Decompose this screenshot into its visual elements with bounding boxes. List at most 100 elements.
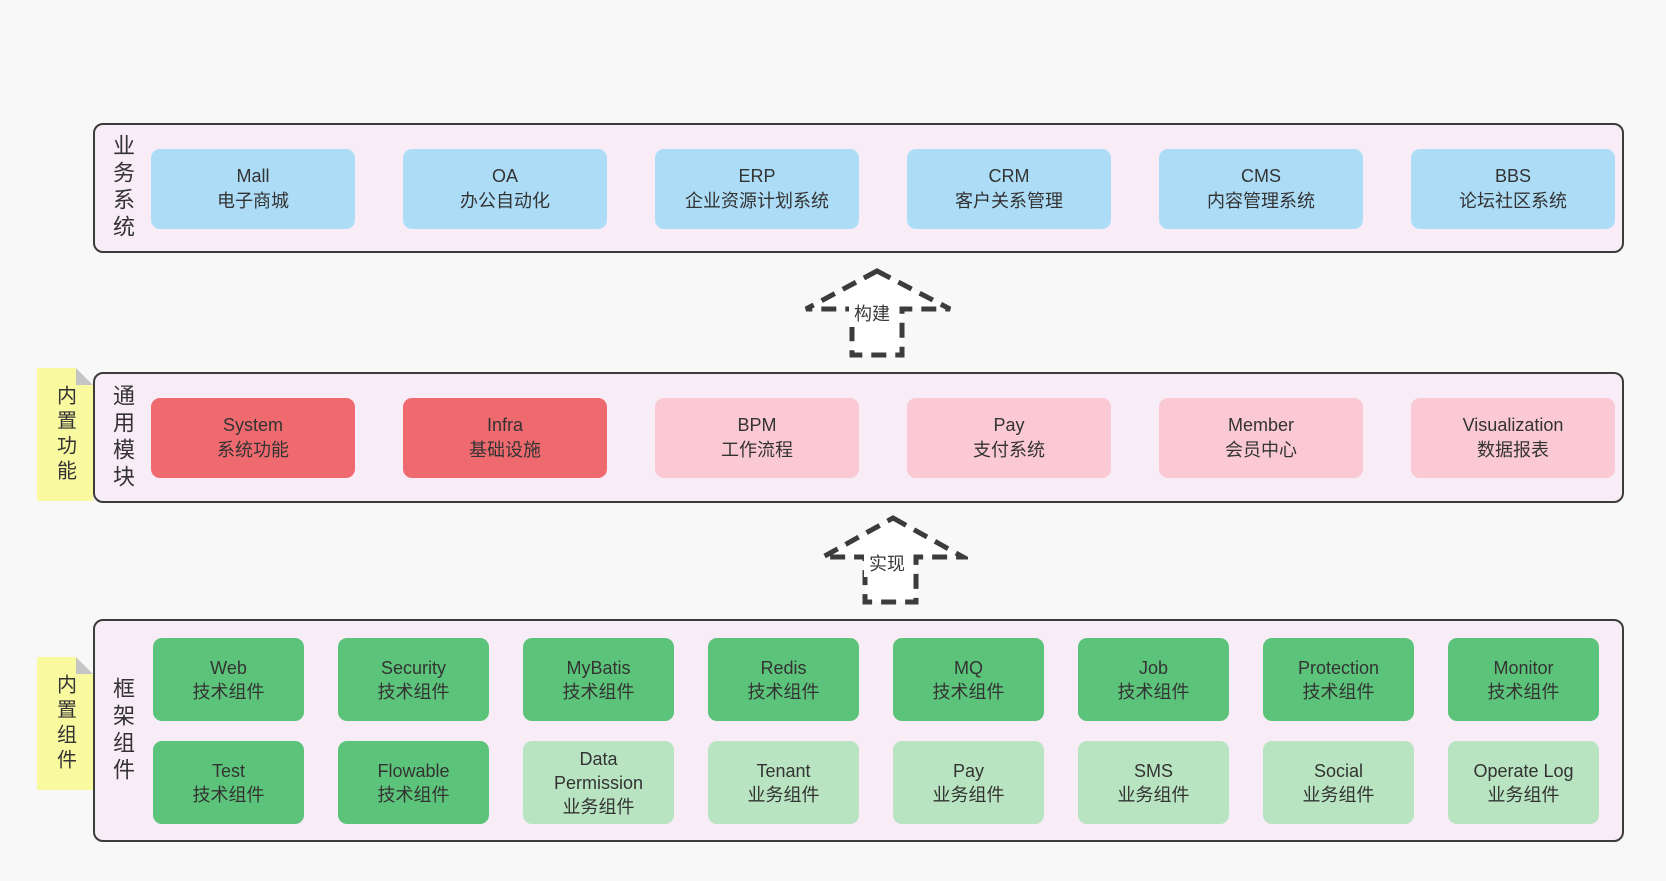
box-web: Web 技术组件: [153, 638, 304, 721]
box-subtitle: 技术组件: [747, 681, 820, 702]
build-arrow-label: 构建: [849, 301, 895, 327]
layer-common-modules: 通用模块 System 系统功能 Infra 基础设施 BPM 工作流程 Pay…: [93, 372, 1624, 503]
layer-modules-side-label: 通用模块: [110, 383, 135, 492]
box-subtitle: 技术组件: [1302, 681, 1375, 702]
box-redis: Redis 技术组件: [708, 638, 859, 721]
box-title: CRM: [988, 166, 1030, 186]
box-mq: MQ 技术组件: [893, 638, 1044, 721]
box-subtitle: 工作流程: [721, 440, 793, 460]
box-subtitle: 业务组件: [932, 784, 1005, 805]
box-title: Operate Log: [1473, 760, 1574, 781]
box-subtitle: 技术组件: [377, 681, 450, 702]
box-subtitle: 数据报表: [1477, 440, 1549, 460]
sticky-note-built-in-features: 内置功能: [37, 368, 93, 501]
box-subtitle: 业务组件: [562, 796, 635, 817]
box-bbs: BBS 论坛社区系统: [1411, 149, 1615, 229]
box-title: Monitor: [1493, 657, 1554, 678]
box-subtitle: 论坛社区系统: [1459, 191, 1567, 211]
box-subtitle: 业务组件: [1302, 784, 1375, 805]
box-subtitle: 客户关系管理: [955, 191, 1063, 211]
box-title: Data Permission: [553, 748, 644, 793]
box-subtitle: 技术组件: [192, 681, 265, 702]
box-flowable: Flowable 技术组件: [338, 741, 489, 824]
box-subtitle: 电子商城: [217, 191, 289, 211]
box-title: Protection: [1297, 657, 1380, 678]
sticky-note-label: 内置功能: [53, 384, 76, 485]
layer-components-side-label: 框架组件: [110, 676, 135, 785]
layer-business-systems: 业务系统 Mall 电子商城 OA 办公自动化 ERP 企业资源计划系统 CRM…: [93, 123, 1624, 253]
box-title: Redis: [760, 657, 807, 678]
box-subtitle: 办公自动化: [460, 191, 550, 211]
box-subtitle: 技术组件: [1117, 681, 1190, 702]
box-title: Pay: [993, 415, 1025, 435]
box-subtitle: 企业资源计划系统: [685, 191, 829, 211]
box-pay-component: Pay 业务组件: [893, 741, 1044, 824]
box-subtitle: 会员中心: [1225, 440, 1297, 460]
box-title: Security: [380, 657, 447, 678]
box-subtitle: 技术组件: [562, 681, 635, 702]
box-cms: CMS 内容管理系统: [1159, 149, 1363, 229]
box-title: Tenant: [756, 760, 811, 781]
box-title: ERP: [738, 166, 776, 186]
box-title: Social: [1313, 760, 1364, 781]
sticky-fold-icon: [76, 368, 93, 385]
box-subtitle: 技术组件: [192, 784, 265, 805]
box-title: Mall: [236, 166, 270, 186]
box-sms: SMS 业务组件: [1078, 741, 1229, 824]
box-job: Job 技术组件: [1078, 638, 1229, 721]
sticky-fold-icon: [76, 657, 93, 674]
components-box-row-2: Test 技术组件 Flowable 技术组件 Data Permission …: [153, 741, 1599, 824]
box-title: CMS: [1241, 166, 1281, 186]
box-subtitle: 基础设施: [469, 440, 541, 460]
box-subtitle: 技术组件: [377, 784, 450, 805]
box-system: System 系统功能: [151, 398, 355, 478]
modules-box-row: System 系统功能 Infra 基础设施 BPM 工作流程 Pay 支付系统…: [151, 398, 1615, 478]
box-mall: Mall 电子商城: [151, 149, 355, 229]
box-member: Member 会员中心: [1159, 398, 1363, 478]
box-title: BBS: [1494, 166, 1532, 186]
box-title: SMS: [1133, 760, 1173, 781]
box-subtitle: 内容管理系统: [1207, 191, 1315, 211]
sticky-note-label: 内置组件: [53, 673, 76, 774]
layer-business-side-label: 业务系统: [110, 134, 135, 242]
box-subtitle: 技术组件: [1487, 681, 1560, 702]
box-title: Web: [210, 657, 247, 678]
box-mybatis: MyBatis 技术组件: [523, 638, 674, 721]
box-operate-log: Operate Log 业务组件: [1448, 741, 1599, 824]
sticky-note-built-in-components: 内置组件: [37, 657, 93, 790]
box-title: Pay: [952, 760, 985, 781]
box-title: Visualization: [1462, 415, 1564, 435]
box-erp: ERP 企业资源计划系统: [655, 149, 859, 229]
box-subtitle: 业务组件: [747, 784, 820, 805]
box-monitor: Monitor 技术组件: [1448, 638, 1599, 721]
box-infra: Infra 基础设施: [403, 398, 607, 478]
box-visualization: Visualization 数据报表: [1411, 398, 1615, 478]
box-title: Infra: [486, 415, 524, 435]
box-title: OA: [491, 166, 518, 186]
box-tenant: Tenant 业务组件: [708, 741, 859, 824]
box-subtitle: 支付系统: [973, 440, 1045, 460]
box-title: Job: [1138, 657, 1169, 678]
box-subtitle: 业务组件: [1117, 784, 1190, 805]
box-oa: OA 办公自动化: [403, 149, 607, 229]
box-crm: CRM 客户关系管理: [907, 149, 1111, 229]
box-subtitle: 技术组件: [932, 681, 1005, 702]
box-security: Security 技术组件: [338, 638, 489, 721]
box-title: MQ: [954, 657, 983, 678]
box-data-permission: Data Permission 业务组件: [523, 741, 674, 824]
layer-framework-components: 框架组件 Web 技术组件 Security 技术组件 MyBatis 技术组件…: [93, 619, 1624, 842]
box-title: Flowable: [377, 760, 450, 781]
box-title: Member: [1227, 415, 1294, 435]
components-box-row-1: Web 技术组件 Security 技术组件 MyBatis 技术组件 Redi…: [153, 638, 1599, 721]
box-title: BPM: [737, 415, 777, 435]
box-protection: Protection 技术组件: [1263, 638, 1414, 721]
implement-arrow-label: 实现: [864, 551, 910, 577]
box-social: Social 业务组件: [1263, 741, 1414, 824]
box-subtitle: 系统功能: [217, 440, 289, 460]
box-subtitle: 业务组件: [1487, 784, 1560, 805]
box-test: Test 技术组件: [153, 741, 304, 824]
business-box-row: Mall 电子商城 OA 办公自动化 ERP 企业资源计划系统 CRM 客户关系…: [151, 149, 1615, 229]
box-bpm: BPM 工作流程: [655, 398, 859, 478]
box-title: MyBatis: [566, 657, 631, 678]
